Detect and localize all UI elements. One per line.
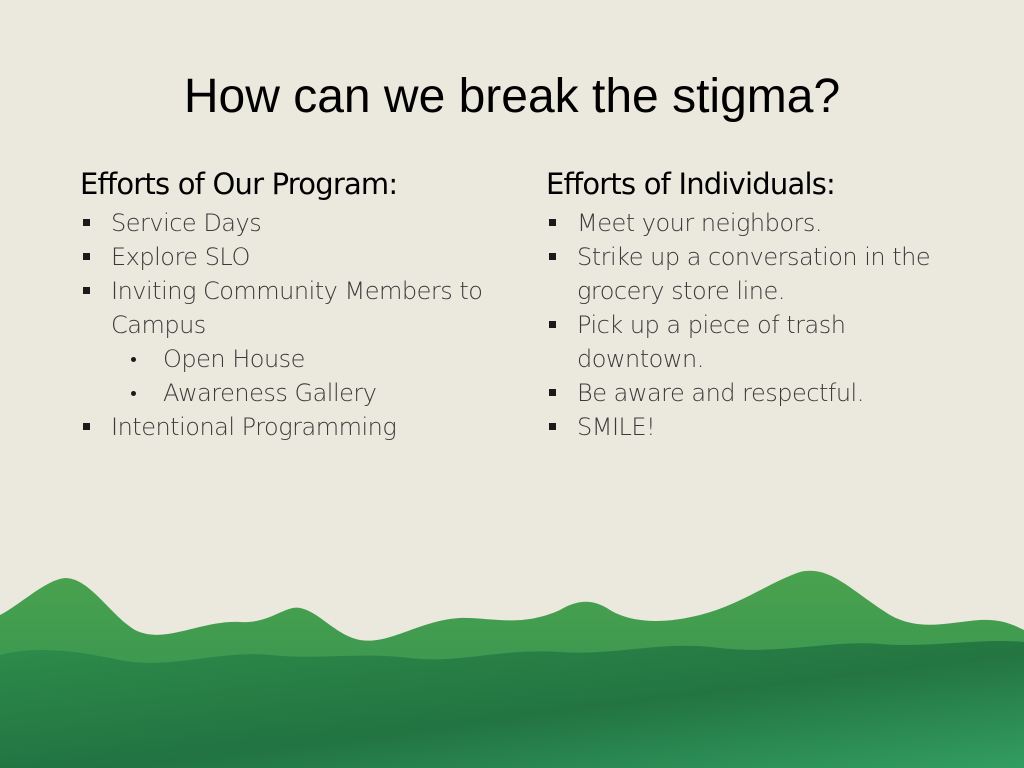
program-efforts-column: Efforts of Our Program: Service Days Exp… <box>80 164 500 444</box>
list-item: SMILE! <box>546 410 966 444</box>
list-item-label: Meet your neighbors. <box>577 209 823 237</box>
square-bullet-icon <box>549 423 556 430</box>
green-hills-decoration <box>0 570 1024 768</box>
list-item: Pick up a piece of trash downtown. <box>546 308 966 376</box>
individual-efforts-heading: Efforts of Individuals: <box>546 167 836 201</box>
list-item-label: Pick up a piece of trash downtown. <box>577 311 846 373</box>
slide-title: How can we break the stigma? <box>183 70 841 123</box>
individual-efforts-column: Efforts of Individuals: Meet your neighb… <box>546 164 966 444</box>
square-bullet-icon <box>83 423 90 430</box>
list-item: Explore SLO <box>80 240 500 274</box>
sub-list-item-label: Open House <box>163 345 305 373</box>
list-item-label: SMILE! <box>577 413 656 441</box>
round-bullet-icon <box>131 357 136 362</box>
hill-front-layer <box>0 641 1024 768</box>
sub-list-item: Open House <box>111 342 500 376</box>
program-efforts-list: Service Days Explore SLO Inviting Commun… <box>80 206 500 444</box>
square-bullet-icon <box>549 253 556 260</box>
square-bullet-icon <box>83 287 90 294</box>
square-bullet-icon <box>549 219 556 226</box>
list-item-label: Intentional Programming <box>111 413 397 441</box>
round-bullet-icon <box>131 391 136 396</box>
list-item: Intentional Programming <box>80 410 500 444</box>
sub-list: Open House Awareness Gallery <box>111 342 500 410</box>
list-item-label: Service Days <box>111 209 262 237</box>
program-efforts-heading: Efforts of Our Program: <box>80 167 398 201</box>
list-item-label: Inviting Community Members to Campus <box>111 277 483 339</box>
list-item: Be aware and respectful. <box>546 376 966 410</box>
square-bullet-icon <box>83 219 90 226</box>
square-bullet-icon <box>549 321 556 328</box>
list-item: Service Days <box>80 206 500 240</box>
sub-list-item: Awareness Gallery <box>111 376 500 410</box>
list-item: Inviting Community Members to Campus Ope… <box>80 274 500 410</box>
sub-list-item-label: Awareness Gallery <box>163 379 377 407</box>
square-bullet-icon <box>83 253 90 260</box>
individual-efforts-list: Meet your neighbors. Strike up a convers… <box>546 206 966 444</box>
list-item-label: Be aware and respectful. <box>577 379 864 407</box>
list-item-label: Explore SLO <box>111 243 250 271</box>
list-item-label: Strike up a conversation in the grocery … <box>577 243 931 305</box>
list-item: Strike up a conversation in the grocery … <box>546 240 966 308</box>
list-item: Meet your neighbors. <box>546 206 966 240</box>
square-bullet-icon <box>549 389 556 396</box>
